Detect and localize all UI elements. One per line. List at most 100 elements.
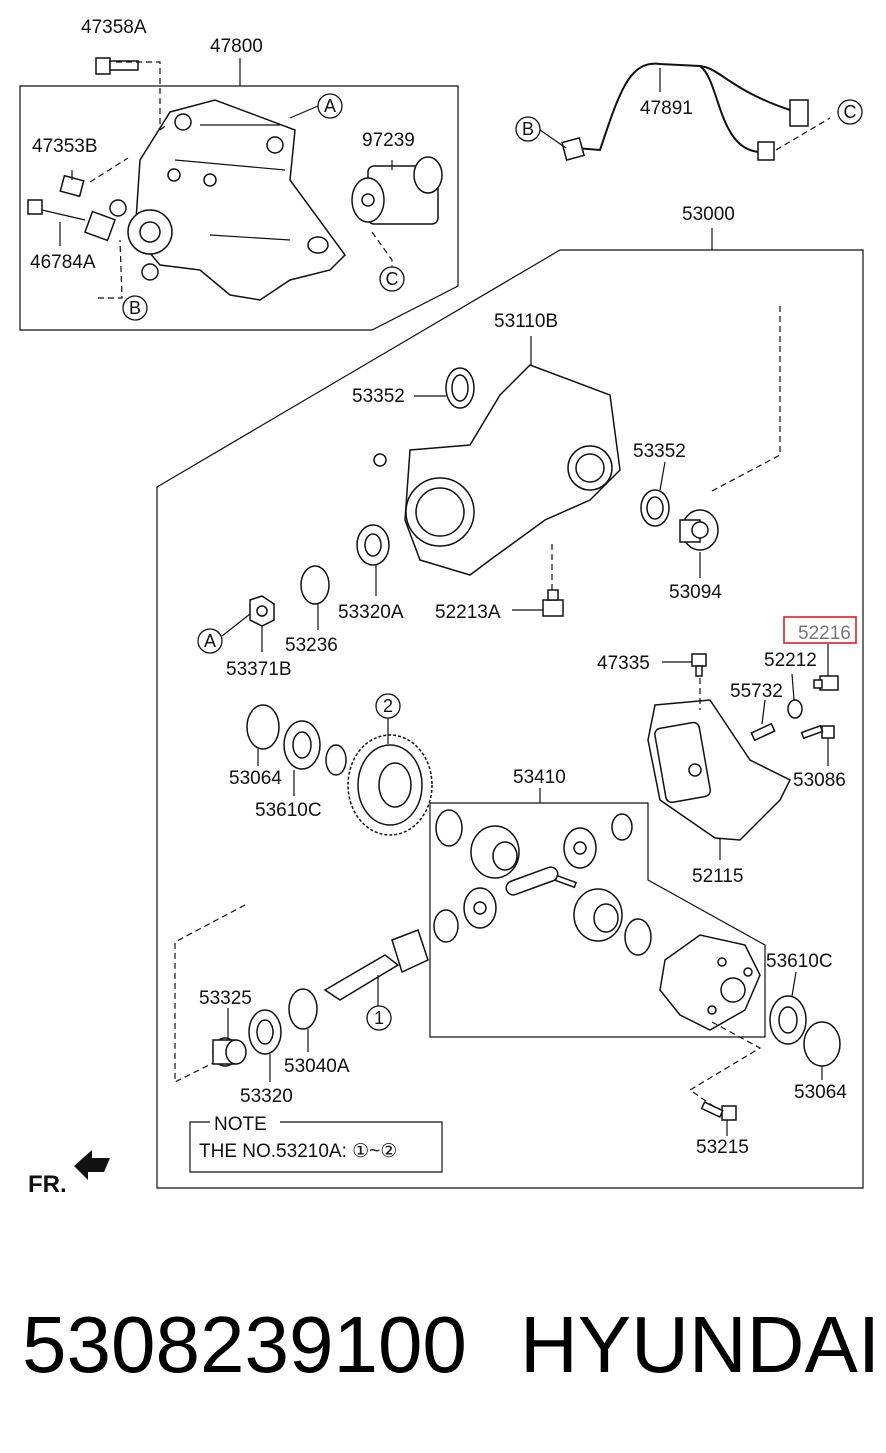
svg-text:A: A: [204, 631, 216, 651]
motor-97239-part: [351, 156, 443, 225]
differential-case-part: [659, 934, 761, 1031]
label-53086: 53086: [793, 770, 846, 791]
note-text: THE NO.53210A: ①~②: [199, 1141, 397, 1162]
label-53320A: 53320A: [338, 602, 404, 623]
actuator-housing-part: [109, 99, 346, 301]
callout-2: 2: [375, 693, 401, 719]
leader-53215-dash: [688, 1021, 762, 1109]
leader-B2: [539, 129, 567, 149]
label-52216: 52216: [798, 623, 851, 644]
assembly-box-53000: [156, 249, 864, 1189]
bolt-53215-part: [700, 1101, 737, 1121]
gasket-52212-part: [787, 699, 803, 719]
shim-53064-left-part: [246, 704, 280, 750]
label-53371B: 53371B: [226, 659, 292, 680]
thrust-washer-part-2: [611, 813, 633, 841]
label-53325: 53325: [199, 988, 252, 1009]
leader-B1: [98, 239, 123, 299]
leader-pinion-dash: [174, 904, 246, 1083]
sensor-46784A-part: [27, 199, 116, 242]
callout-C-right: C: [837, 99, 863, 125]
note-title: NOTE: [214, 1114, 267, 1135]
thrust-washer-part-1: [435, 809, 463, 847]
label-55732: 55732: [730, 681, 783, 702]
shim-53236-part: [300, 565, 330, 605]
rear-cover-52115-part: [647, 699, 792, 841]
bolt-53086-part: [800, 724, 835, 740]
label-52115: 52115: [692, 866, 743, 887]
thrust-washer-part-3: [433, 909, 459, 943]
differential-housing-part: [373, 364, 621, 576]
spacer-53040A-part: [288, 988, 318, 1030]
label-53000: 53000: [682, 204, 735, 225]
label-53236: 53236: [285, 635, 338, 656]
callout-A-lower: A: [197, 628, 223, 654]
switch-47353B-part: [59, 174, 85, 198]
label-47353B: 47353B: [32, 136, 98, 157]
side-gear-upper-part: [470, 825, 520, 879]
collar-53325-part: [212, 1037, 247, 1067]
svg-text:B: B: [129, 298, 141, 318]
part-number-title: 5308239100: [22, 1300, 467, 1389]
front-arrow-icon: [74, 1150, 110, 1180]
leader-47353B-dash: [89, 157, 129, 183]
pin-55732-part: [750, 722, 776, 742]
label-46784A: 46784A: [30, 252, 96, 273]
label-53064-right: 53064: [794, 1082, 847, 1103]
callout-A-upper: A: [317, 93, 343, 119]
front-label: FR.: [28, 1171, 67, 1198]
label-53040A: 53040A: [284, 1056, 350, 1077]
label-53320: 53320: [240, 1086, 293, 1107]
side-gear-lower-part: [573, 888, 623, 942]
label-47800: 47800: [210, 36, 263, 57]
drive-pinion-part: [323, 929, 429, 1001]
label-53610C-right: 53610C: [766, 951, 833, 972]
label-52212: 52212: [764, 650, 817, 671]
diff-kit-box-53410: [429, 802, 766, 1038]
bearing-53320-part: [248, 1009, 282, 1055]
assembly-box-47800: [19, 85, 459, 331]
nut-53371B-part: [249, 595, 275, 627]
callout-C-left: C: [379, 266, 405, 292]
callout-1: 1: [366, 1005, 392, 1031]
label-47335: 47335: [597, 653, 650, 674]
seal-53352-upper-part: [445, 367, 475, 409]
leader-52212: [791, 673, 795, 701]
label-97239: 97239: [362, 130, 415, 151]
leader-C2: [775, 117, 831, 151]
bearing-53320A-part: [356, 524, 390, 566]
label-52213A: 52213A: [435, 602, 501, 623]
label-53410: 53410: [513, 767, 566, 788]
flange-53094-part: [679, 509, 719, 551]
bolt-47358A-part: [95, 57, 139, 75]
front-direction-indicator: FR.: [28, 1150, 110, 1198]
bearing-53610C-right-part: [769, 995, 807, 1045]
label-53352-upper: 53352: [352, 386, 405, 407]
callout-B-left: B: [122, 295, 148, 321]
plug-52213A-part: [542, 589, 564, 617]
label-53610C-left: 53610C: [255, 800, 322, 821]
washer-left-part: [325, 744, 347, 776]
svg-text:C: C: [386, 269, 399, 289]
label-53352-lower: 53352: [633, 441, 686, 462]
label-53094: 53094: [669, 582, 722, 603]
svg-text:C: C: [844, 102, 857, 122]
lock-pin-part: [554, 874, 578, 889]
bearing-53610C-left-part: [283, 720, 321, 770]
thrust-washer-part-4: [624, 918, 652, 956]
svg-text:A: A: [324, 96, 336, 116]
plug-52216-part: [813, 675, 839, 691]
svg-text:B: B: [522, 119, 534, 139]
label-53064-left: 53064: [229, 768, 282, 789]
breather-47335-part: [691, 653, 707, 677]
leader-C1: [371, 231, 393, 268]
note-box: NOTE THE NO.53210A: ①~②: [189, 1114, 443, 1173]
leader-A2: [221, 613, 251, 637]
label-47891: 47891: [640, 98, 693, 119]
callout-B-right: B: [515, 116, 541, 142]
label-53215: 53215: [696, 1137, 749, 1158]
label-47358A: 47358A: [81, 17, 147, 38]
label-53110B: 53110B: [494, 311, 558, 332]
ring-gear-part: [347, 734, 433, 836]
leader-47358A: [116, 61, 169, 131]
